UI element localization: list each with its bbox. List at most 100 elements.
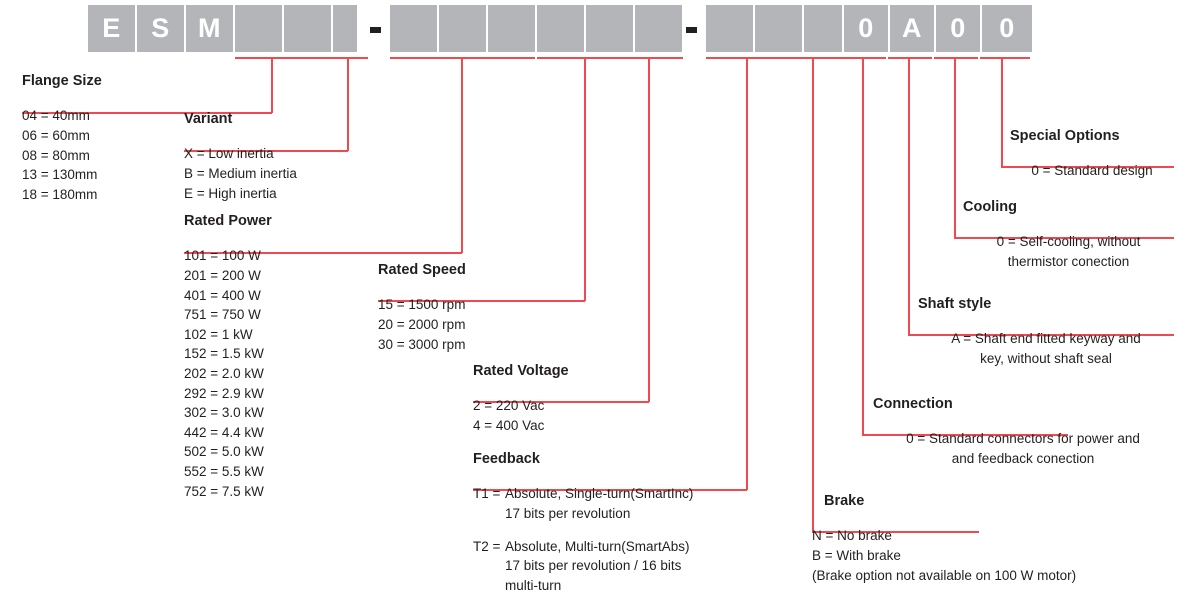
leader-brake-drop — [812, 57, 814, 532]
leader-flange-underline — [22, 112, 272, 114]
leader-connection-bracket — [842, 57, 886, 59]
section-special-options: Special Options 0 = Standard design — [1010, 128, 1174, 181]
list-item: 201 = 200 W — [184, 267, 261, 283]
section-title-brake: Brake — [824, 493, 865, 509]
leader-special-drop — [1001, 57, 1003, 167]
section-rated-voltage: Rated Voltage 2 = 220 Vac 4 = 400 Vac — [473, 363, 649, 436]
feedback-entry-t2: T2 = Absolute, Multi-turn(SmartAbs) 17 b… — [473, 537, 763, 595]
feedback-desc-t2-line1: Absolute, Multi-turn(SmartAbs) — [505, 538, 690, 554]
leader-voltage-drop — [648, 57, 650, 402]
leader-speed-drop — [584, 57, 586, 301]
pn-box-char-15 — [804, 5, 842, 52]
section-title-rated-power: Rated Power — [184, 213, 272, 229]
pn-box-char-4 — [235, 5, 282, 52]
list-item: 751 = 750 W — [184, 307, 261, 323]
section-cooling: Cooling 0 = Self-cooling, without thermi… — [963, 199, 1174, 272]
pn-box-char-13 — [706, 5, 753, 52]
section-flange-size: Flange Size 04 = 40mm 06 = 60mm 08 = 80m… — [22, 73, 272, 204]
list-item: X = Low inertia — [184, 146, 274, 162]
section-title-cooling: Cooling — [963, 199, 1017, 215]
section-title-flange-size: Flange Size — [22, 73, 102, 89]
section-list-rated-voltage: 2 = 220 Vac 4 = 400 Vac — [473, 396, 649, 435]
feedback-desc-t1-line1: Absolute, Single-turn(SmartInc) — [505, 486, 694, 502]
feedback-code-t1: T1 = — [473, 486, 501, 502]
list-item: 102 = 1 kW — [184, 326, 253, 342]
cooling-line-2: thermistor conection — [1007, 253, 1130, 269]
pn-box-char-19: 0 — [982, 5, 1032, 52]
list-item: 2 = 220 Vac — [473, 398, 545, 414]
pn-box-char-8 — [439, 5, 486, 52]
shaft-style-line-1: A = Shaft end fitted keyway and — [951, 331, 1141, 347]
feedback-desc-t1-line2: 17 bits per revolution — [505, 505, 631, 521]
leader-special-underline — [1001, 166, 1174, 168]
list-item: (Brake option not available on 100 W mot… — [812, 567, 1077, 583]
list-item: 4 = 400 Vac — [473, 417, 545, 433]
list-item: B = With brake — [812, 547, 901, 563]
section-title-rated-voltage: Rated Voltage — [473, 363, 569, 379]
leader-feedback-bracket — [706, 57, 802, 59]
feedback-desc-t1: Absolute, Single-turn(SmartInc) 17 bits … — [505, 484, 693, 523]
list-item: 101 = 100 W — [184, 248, 261, 264]
list-item: 15 = 1500 rpm — [378, 297, 466, 313]
connection-line-2: and feedback conection — [951, 450, 1095, 466]
section-title-variant: Variant — [184, 111, 233, 127]
feedback-desc-t2-line3: multi-turn — [505, 577, 562, 593]
feedback-code-t2: T2 = — [473, 538, 501, 554]
feedback-desc-t2-line2: 17 bits per revolution / 16 bits — [505, 558, 682, 574]
special-options-line-1: 0 = Standard design — [1031, 163, 1153, 179]
feedback-desc-t2: Absolute, Multi-turn(SmartAbs) 17 bits p… — [505, 537, 690, 595]
section-rated-power: Rated Power 101 = 100 W 201 = 200 W 401 … — [184, 213, 462, 501]
list-item: 442 = 4.4 kW — [184, 424, 264, 440]
list-item: N = No brake — [812, 528, 892, 544]
leader-feedback-underline — [473, 489, 747, 491]
pn-box-char-18: 0 — [936, 5, 980, 52]
list-item: 13 = 130mm — [22, 167, 98, 183]
leader-shaft-underline — [908, 334, 1174, 336]
pn-box-char-1: E — [88, 5, 135, 52]
leader-shaft-drop — [908, 57, 910, 335]
list-item: 552 = 5.5 kW — [184, 463, 264, 479]
leader-flange-drop — [271, 57, 273, 113]
pn-box-char-11 — [586, 5, 633, 52]
leader-voltage-underline — [473, 401, 649, 403]
list-item: 06 = 60mm — [22, 127, 90, 143]
section-list-rated-power: 101 = 100 W 201 = 200 W 401 = 400 W 751 … — [184, 246, 462, 501]
leader-connection-drop — [862, 57, 864, 435]
section-body-shaft-style: A = Shaft end fitted keyway and key, wit… — [918, 329, 1174, 368]
section-list-flange-size: 04 = 40mm 06 = 60mm 08 = 80mm 13 = 130mm… — [22, 106, 272, 204]
leader-variant-drop — [347, 57, 349, 151]
section-variant: Variant X = Low inertia B = Medium inert… — [184, 111, 348, 203]
section-body-special-options: 0 = Standard design — [1010, 161, 1174, 181]
list-item: 04 = 40mm — [22, 108, 90, 124]
list-item: B = Medium inertia — [184, 165, 297, 181]
section-list-brake: N = No brake B = With brake (Brake optio… — [812, 526, 1174, 585]
pn-separator-dash-2 — [686, 27, 697, 33]
list-item: 152 = 1.5 kW — [184, 346, 264, 362]
leader-special-bracket — [980, 57, 1030, 59]
section-brake: Brake N = No brake B = With brake (Brake… — [812, 493, 1174, 585]
leader-power-underline — [184, 252, 462, 254]
list-item: 401 = 400 W — [184, 287, 261, 303]
section-body-cooling: 0 = Self-cooling, without thermistor con… — [963, 232, 1174, 271]
section-title-shaft-style: Shaft style — [918, 296, 992, 312]
list-item: E = High inertia — [184, 185, 277, 201]
section-list-variant: X = Low inertia B = Medium inertia E = H… — [184, 144, 348, 203]
section-body-connection: 0 = Standard connectors for power and an… — [873, 429, 1173, 468]
feedback-entry-t1: T1 = Absolute, Single-turn(SmartInc) 17 … — [473, 484, 763, 523]
leader-connection-underline — [862, 434, 1068, 436]
section-connection: Connection 0 = Standard connectors for p… — [873, 396, 1173, 469]
section-shaft-style: Shaft style A = Shaft end fitted keyway … — [918, 296, 1174, 369]
pn-box-char-14 — [755, 5, 802, 52]
list-item: 502 = 5.0 kW — [184, 444, 264, 460]
section-title-rated-speed: Rated Speed — [378, 262, 466, 278]
leader-brake-bracket — [796, 57, 842, 59]
leader-shaft-bracket — [888, 57, 932, 59]
leader-variant-underline — [184, 150, 348, 152]
list-item: 752 = 7.5 kW — [184, 483, 264, 499]
pn-box-char-3: M — [186, 5, 233, 52]
leader-voltage-bracket — [629, 57, 683, 59]
pn-box-char-9 — [488, 5, 535, 52]
leader-cooling-underline — [954, 237, 1174, 239]
pn-box-char-2: S — [137, 5, 184, 52]
section-title-special-options: Special Options — [1010, 128, 1120, 144]
